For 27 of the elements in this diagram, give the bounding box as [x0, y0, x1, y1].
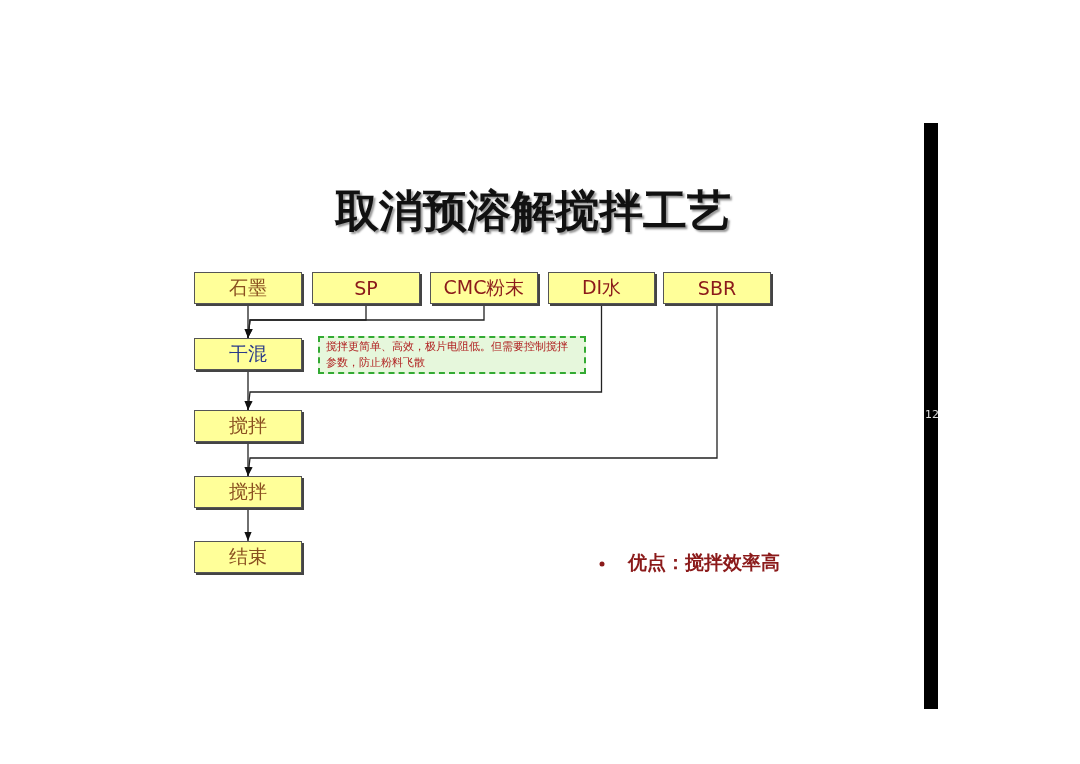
- process-box: [194, 338, 302, 370]
- note-text: 搅拌更简单、高效，极片电阻低。但需要控制搅拌参数，防止粉料飞散: [326, 338, 569, 371]
- page-number: 12: [925, 408, 939, 421]
- process-box: [194, 541, 302, 573]
- step-label: CMC粉末: [443, 275, 525, 300]
- arrow: [244, 441, 252, 477]
- arrow: [245, 303, 485, 339]
- arrow: [244, 369, 252, 411]
- process-box: [194, 272, 302, 304]
- note-box: [318, 336, 586, 374]
- step-label: 搅拌: [229, 479, 267, 504]
- step-label: 干混: [229, 341, 267, 366]
- arrow: [244, 507, 252, 542]
- process-box: [194, 410, 302, 442]
- step-label: SP: [354, 277, 378, 299]
- process-box: [430, 272, 538, 304]
- step-label: DI水: [581, 275, 622, 300]
- process-box: [663, 272, 771, 304]
- process-box: [194, 476, 302, 508]
- title: 取消预溶解搅拌工艺: [333, 184, 732, 238]
- advantage-note: 优点：搅拌效率高: [628, 550, 780, 575]
- step-label: SBR: [697, 277, 737, 299]
- step-label: 搅拌: [229, 413, 267, 438]
- process-box: [548, 272, 655, 304]
- step-label: 石墨: [229, 275, 267, 300]
- process-box: [312, 272, 420, 304]
- step-label: 结束: [229, 544, 267, 569]
